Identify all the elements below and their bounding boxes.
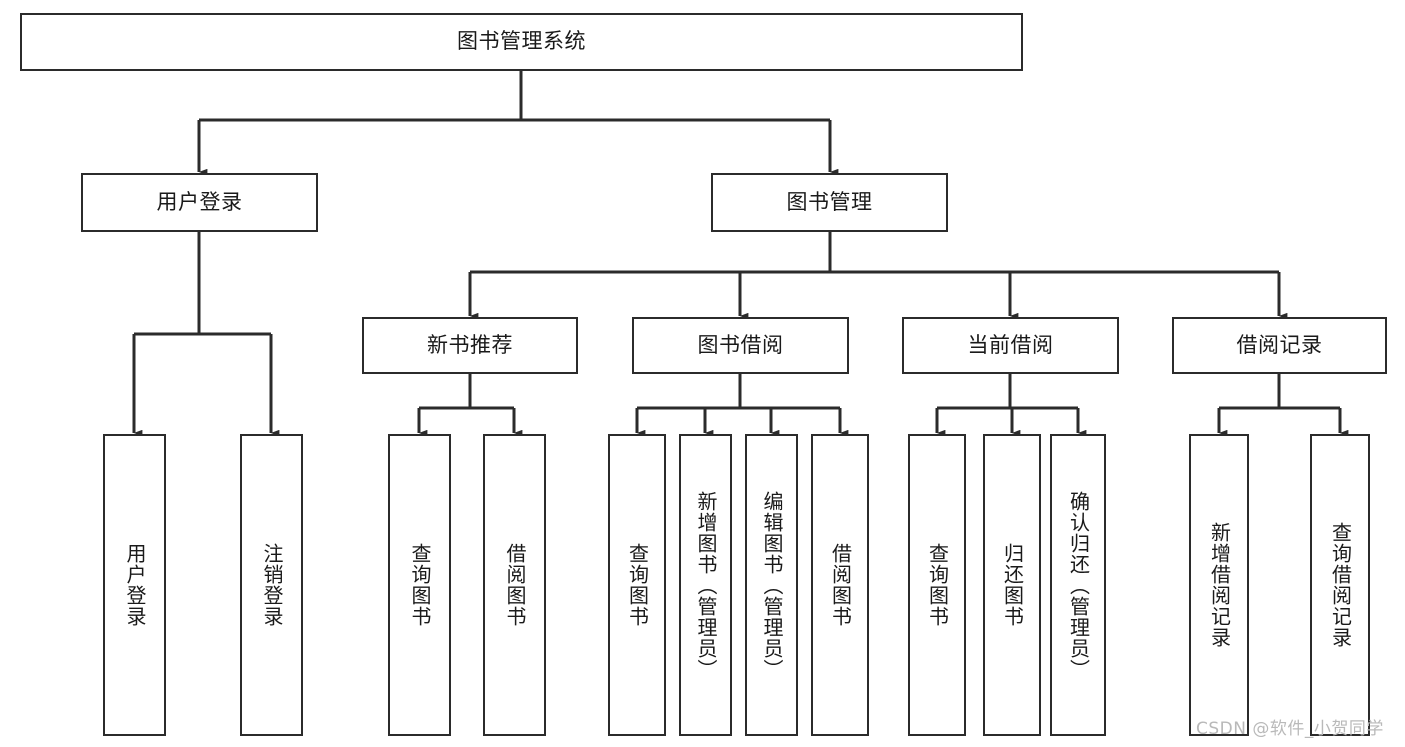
node-leaf-bb-add[interactable]: 新增图书（管理员） [679, 434, 732, 736]
node-label: 借阅图书 [828, 543, 853, 627]
node-label: 当前借阅 [967, 332, 1054, 357]
node-label: 注销登录 [260, 543, 284, 627]
node-book-manage[interactable]: 图书管理 [711, 173, 948, 232]
node-label: 用户登录 [123, 543, 147, 627]
node-current-borrow[interactable]: 当前借阅 [902, 317, 1119, 374]
node-leaf-cb-query[interactable]: 查询图书 [908, 434, 966, 736]
node-label: 用户登录 [156, 189, 243, 214]
node-book-borrow[interactable]: 图书借阅 [632, 317, 849, 374]
node-label: 图书管理系统 [457, 29, 586, 54]
node-label: 新增借阅记录 [1207, 522, 1232, 648]
node-leaf-rec-borrow[interactable]: 借阅图书 [483, 434, 546, 736]
node-label: 编辑图书（管理员） [760, 490, 784, 680]
node-label: 归还图书 [1000, 543, 1025, 627]
node-label: 查询借阅记录 [1328, 522, 1353, 648]
node-label: 确认归还（管理员） [1066, 490, 1091, 680]
node-label: 新书推荐 [427, 332, 513, 357]
node-label: 借阅图书 [503, 543, 527, 627]
node-leaf-user-login[interactable]: 用户登录 [103, 434, 166, 736]
node-label: 借阅记录 [1236, 332, 1323, 357]
node-leaf-br-add[interactable]: 新增借阅记录 [1189, 434, 1249, 736]
node-leaf-br-query[interactable]: 查询借阅记录 [1310, 434, 1370, 736]
node-leaf-cb-confirm[interactable]: 确认归还（管理员） [1050, 434, 1106, 736]
node-leaf-bb-query[interactable]: 查询图书 [608, 434, 666, 736]
node-label: 查询图书 [625, 543, 650, 627]
node-leaf-bb-edit[interactable]: 编辑图书（管理员） [745, 434, 798, 736]
node-leaf-cb-return[interactable]: 归还图书 [983, 434, 1041, 736]
node-leaf-user-logout[interactable]: 注销登录 [240, 434, 303, 736]
node-label: 查询图书 [408, 543, 432, 627]
node-borrow-record[interactable]: 借阅记录 [1172, 317, 1387, 374]
node-label: 新增图书（管理员） [694, 490, 718, 680]
node-user-login[interactable]: 用户登录 [81, 173, 318, 232]
node-new-book-rec[interactable]: 新书推荐 [362, 317, 578, 374]
node-leaf-rec-query[interactable]: 查询图书 [388, 434, 451, 736]
node-leaf-bb-borrow[interactable]: 借阅图书 [811, 434, 869, 736]
node-root[interactable]: 图书管理系统 [20, 13, 1023, 71]
node-label: 图书管理 [786, 189, 873, 214]
node-label: 图书借阅 [697, 332, 784, 357]
node-label: 查询图书 [925, 543, 950, 627]
